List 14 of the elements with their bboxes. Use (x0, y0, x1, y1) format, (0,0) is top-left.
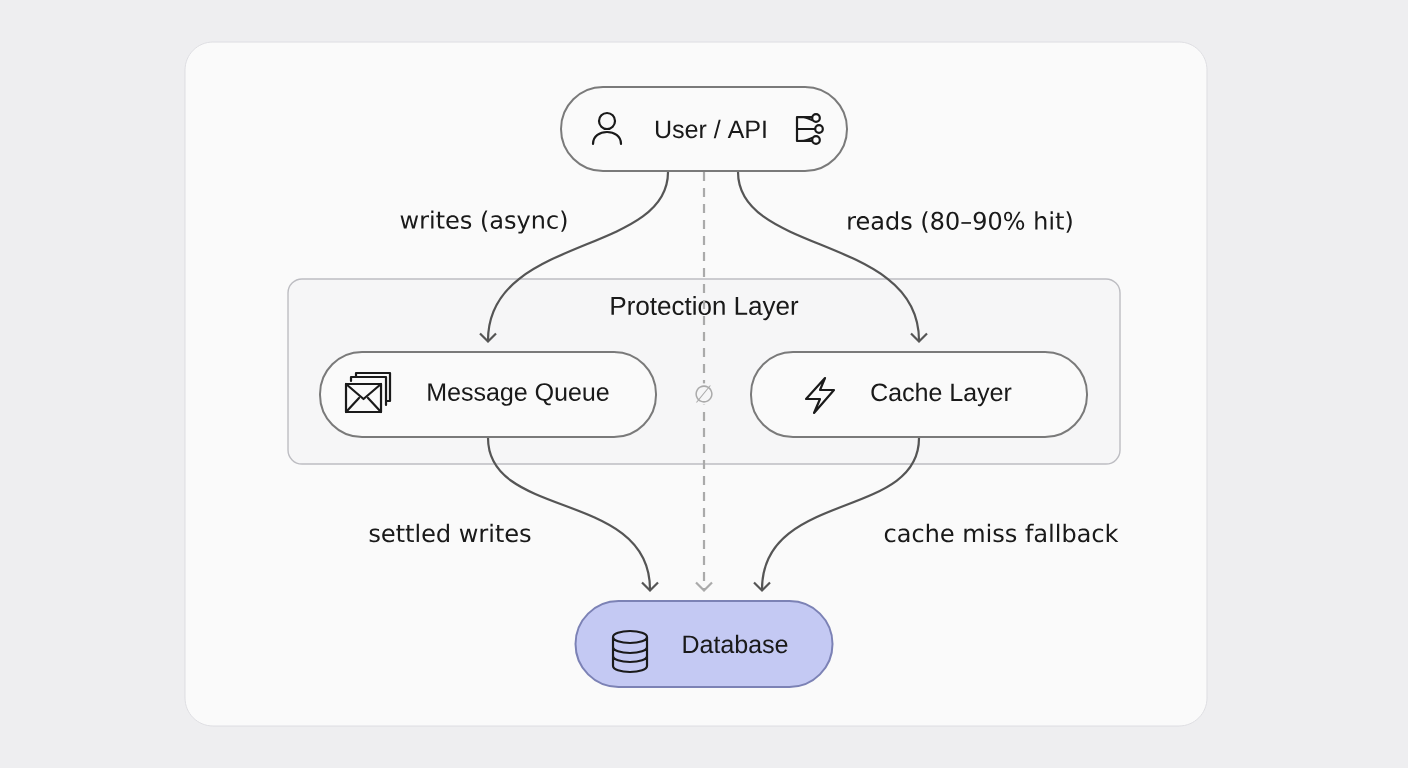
edge-label: cache miss fallback (881, 521, 1121, 545)
arrow (479, 171, 670, 343)
arrow (695, 172, 713, 592)
arrow (753, 437, 921, 592)
process-pill: Database (574, 600, 834, 688)
edge-label: reads (80–90% hit) (844, 209, 1076, 235)
arrow (736, 171, 928, 343)
process-pill: User / API (560, 86, 848, 172)
process-pill: Cache Layer (750, 351, 1088, 438)
edge-label: settled writes (366, 521, 534, 545)
edge-label: ∅ (691, 383, 717, 405)
edge-label: writes (async) (397, 208, 571, 236)
process-pill: Message Queue (319, 351, 657, 438)
arrow (486, 437, 659, 592)
